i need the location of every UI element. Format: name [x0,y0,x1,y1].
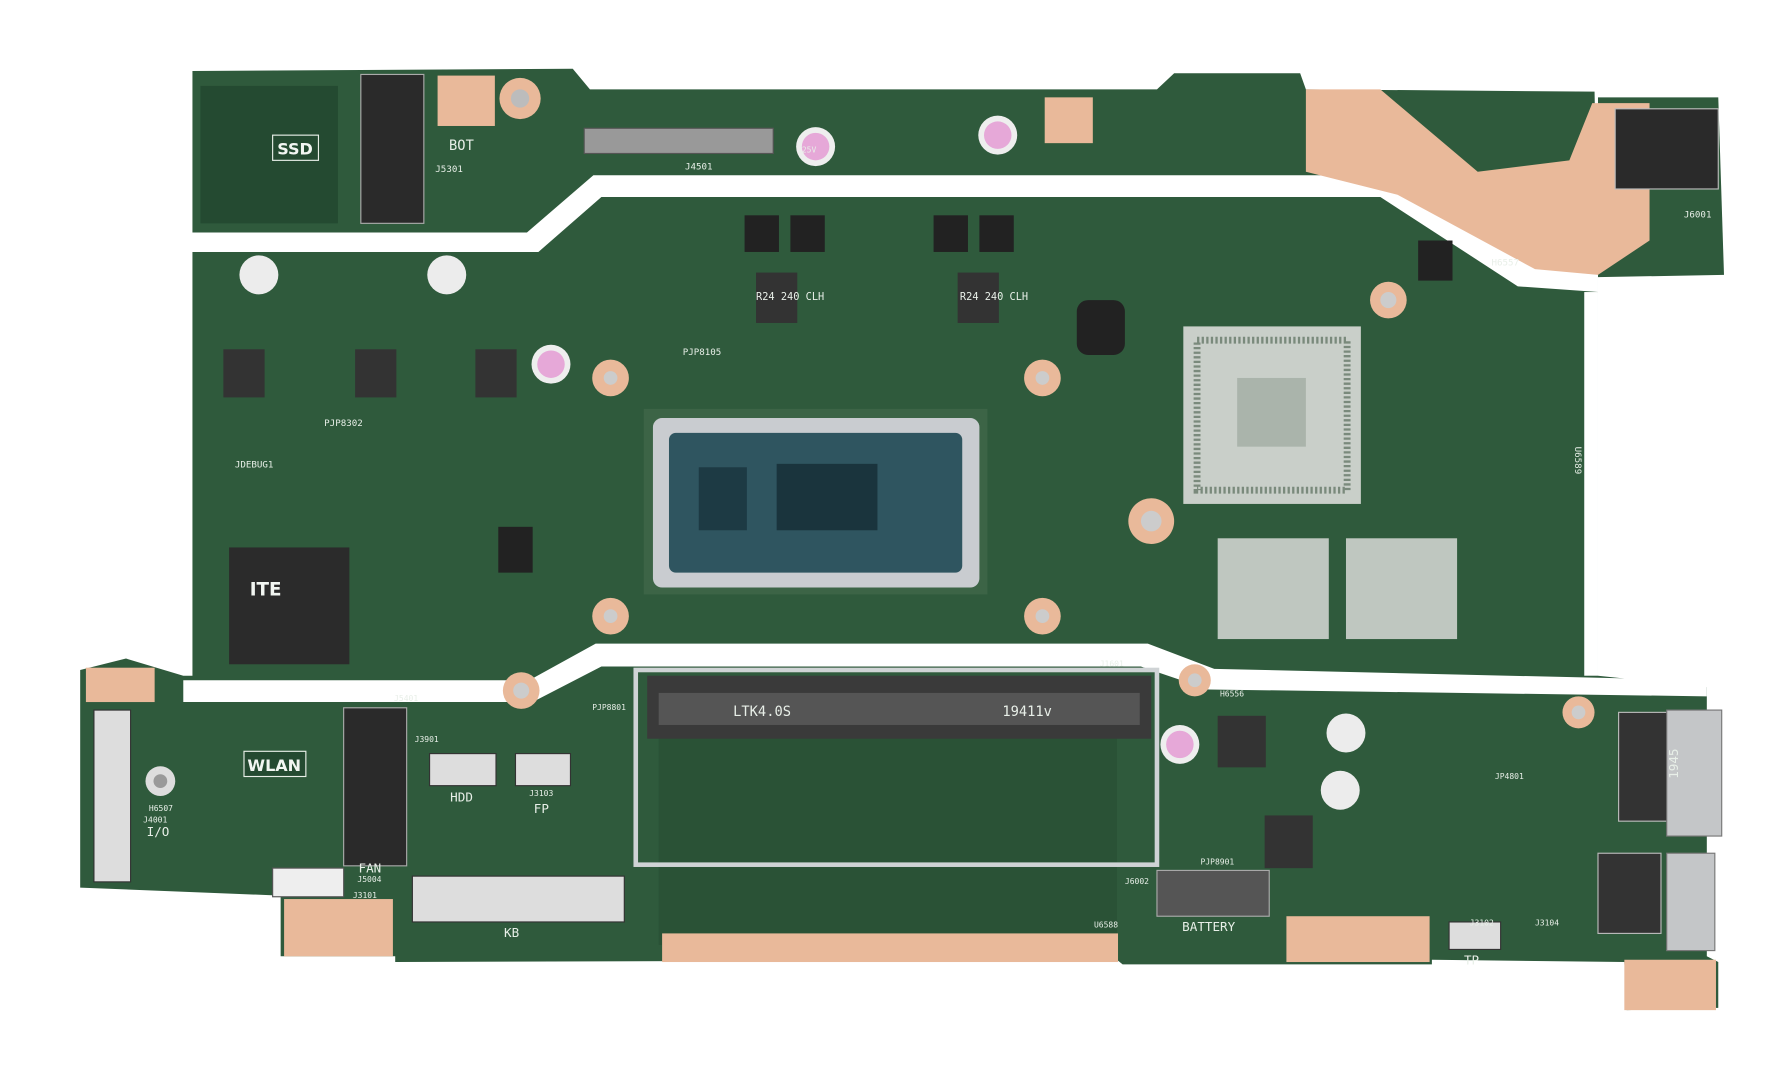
cpu-package [643,408,988,595]
wlan-m2-connector [343,707,408,867]
label-j5401: J5401 [394,694,418,703]
ram-slot-model: LTK4.0S [733,704,791,720]
ssd-m2-connector [360,73,425,224]
mount-pad [1286,916,1430,963]
silkscreen-labels: SSD BOT J5301 J4501 J6001 H6557 PJP8105 … [143,134,1712,967]
label-j5004: J5004 [357,875,381,884]
label-h6507: H6507 [149,804,173,813]
label-j3901: J3901 [415,735,439,744]
connectors [93,73,1723,952]
label-jdebug1: JDEBUG1 [235,459,274,470]
label-h6556: H6556 [1220,689,1244,698]
fp-connector [514,753,572,787]
label-j4001: J4001 [143,815,167,824]
pch-die [698,467,747,531]
mount-pad [85,667,155,703]
label-pjp8901: PJP8901 [1200,858,1234,867]
white-gap-strips [183,175,1707,703]
label-j3103: J3103 [529,789,553,798]
copper-plates [85,75,1716,1011]
label-j3104: J3104 [1535,918,1559,927]
label-jp4801: JP4801 [1495,772,1524,781]
label-wlan: WLAN [247,756,301,775]
hdd-connector [428,753,497,787]
capacitors [239,115,1366,810]
label-bot: BOT [449,138,474,154]
label-u6589: U6589 [1572,447,1583,475]
label-j6001: J6001 [1684,210,1712,221]
card-reader-port [1597,852,1662,934]
label-fan: FAN [359,861,382,876]
ic-chips [223,215,1453,869]
inductor-marking: R24 240 CLH [960,291,1028,303]
label-tp: TP [1464,952,1479,967]
ite-ec-chip [229,547,350,665]
label-pjp8302: PJP8302 [324,418,363,429]
mount-pad [437,75,495,126]
hinge-bracket-plate [1305,89,1650,275]
label-hdd: HDD [450,790,473,805]
edge-contacts [662,933,1119,963]
label-pjp8801: PJP8801 [592,703,626,712]
capacitor-marking: 25V [802,145,817,154]
mount-pad [284,899,393,957]
label-j5301: J5301 [435,164,463,175]
display-connector [583,127,774,155]
mount-pad [1044,97,1093,144]
label-j3101: J3101 [353,891,377,900]
label-fp: FP [534,801,549,816]
label-u6588: U6588 [1094,921,1118,930]
io-fpc-connector [93,709,132,883]
inductor-marking: R24 240 CLH [756,291,824,303]
usb-a-port [1666,852,1716,952]
label-pjp8105: PJP8105 [683,347,722,358]
mounting-holes [145,77,1595,796]
label-io: I/O [147,824,170,839]
ram-slot: LTK4.0S 19411v [633,667,1160,867]
bga-gpu-footprint [1183,326,1458,640]
mount-pad [1624,959,1716,1011]
label-j6002: J6002 [1125,877,1149,886]
battery-connector [1156,869,1270,917]
cpu-die [776,463,878,531]
label-battery: BATTERY [1182,919,1235,934]
label-j4501: J4501 [685,162,713,173]
dc-jack [1614,108,1719,190]
kb-connector [411,875,625,923]
label-kb: KB [504,925,519,940]
ite-logo: ITE [250,580,282,601]
label-ssd: SSD [277,140,313,159]
fan-connector [272,867,345,898]
tp-connector [1448,921,1502,951]
ram-slot-lot: 19411v [1002,704,1052,720]
usb-marking: 1945 [1666,748,1681,778]
label-j3102: J3102 [1470,918,1494,927]
label-h6557: H6557 [1491,258,1519,269]
label-j1601: J1601 [1100,660,1124,669]
usb-a-port [1666,709,1723,837]
